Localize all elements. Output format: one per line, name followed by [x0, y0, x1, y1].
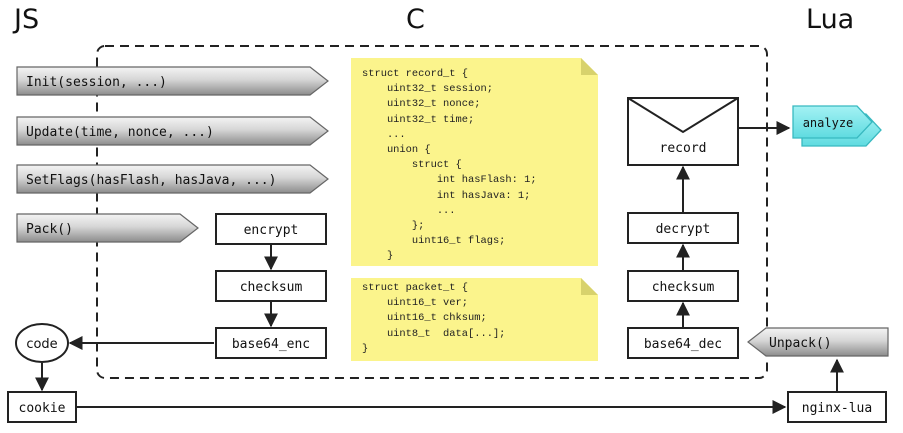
nginx-lua-label: nginx-lua: [802, 401, 872, 416]
packet-struct-line: uint8_t data[...];: [362, 327, 506, 340]
record-struct-line: uint16_t flags;: [362, 235, 506, 248]
checksum-dec-box: checksum: [627, 270, 739, 302]
encrypt-box: encrypt: [215, 213, 327, 245]
record-struct-line: };: [362, 220, 425, 233]
nginx-lua-box: nginx-lua: [787, 391, 887, 423]
record-struct-code: struct record_t { uint32_t session; uint…: [362, 67, 537, 265]
record-struct-line: struct {: [362, 159, 462, 172]
packet-struct-line: uint16_t chksum;: [362, 312, 487, 325]
base64-dec-label: base64_dec: [644, 337, 722, 352]
record-struct-line: uint32_t nonce;: [362, 98, 481, 111]
record-envelope: record: [627, 97, 739, 166]
js-call-init-label: Init(session, ...): [26, 75, 167, 90]
encrypt-label: encrypt: [244, 223, 299, 238]
unpack-label: Unpack(): [769, 336, 832, 351]
decrypt-label: decrypt: [656, 222, 711, 237]
record-struct-line: ...: [362, 204, 456, 217]
note-packet-struct: [351, 278, 598, 361]
checksum-enc-label: checksum: [240, 280, 303, 295]
analyze-label: analyze: [803, 116, 854, 130]
js-call-setflags: SetFlags(hasFlash, hasJava, ...): [16, 164, 329, 194]
code-label: code: [26, 337, 57, 352]
cookie-box: cookie: [7, 391, 77, 423]
packet-struct-code: struct packet_t { uint16_t ver; uint16_t…: [362, 281, 505, 357]
checksum-dec-label: checksum: [652, 280, 715, 295]
code-node: code: [15, 323, 69, 363]
record-struct-line: }: [362, 250, 394, 263]
note-record-struct: [351, 58, 598, 266]
decrypt-box: decrypt: [627, 212, 739, 244]
packet-struct-line: struct packet_t {: [362, 282, 469, 294]
note-record-fold: [581, 58, 598, 75]
packet-struct-line: }: [362, 342, 369, 355]
lua-column-title: Lua: [806, 4, 855, 35]
base64-enc-box: base64_enc: [215, 327, 327, 359]
js-call-pack-label: Pack(): [26, 222, 73, 237]
checksum-enc-box: checksum: [215, 270, 327, 302]
analyze-node: analyze: [792, 105, 882, 147]
base64-enc-label: base64_enc: [232, 337, 310, 352]
cookie-label: cookie: [19, 401, 66, 416]
js-column-title: JS: [14, 4, 40, 35]
record-struct-line: uint32_t session;: [362, 83, 493, 96]
packet-struct-line: uint16_t ver;: [362, 297, 469, 310]
c-column-title: C: [406, 4, 425, 35]
unpack-call: Unpack(): [747, 327, 889, 357]
js-call-update-label: Update(time, nonce, ...): [26, 125, 214, 140]
js-call-init: Init(session, ...): [16, 66, 329, 96]
js-call-setflags-label: SetFlags(hasFlash, hasJava, ...): [26, 173, 276, 188]
record-struct-line: union {: [362, 144, 431, 157]
js-call-pack: Pack(): [16, 213, 199, 243]
record-struct-line: int hasJava: 1;: [362, 189, 531, 202]
record-struct-line: int hasFlash: 1;: [362, 174, 537, 187]
base64-dec-box: base64_dec: [627, 327, 739, 359]
record-struct-line: uint32_t time;: [362, 113, 475, 126]
c-boundary: [96, 45, 768, 379]
note-packet-fold: [581, 278, 598, 295]
js-call-update: Update(time, nonce, ...): [16, 116, 329, 146]
record-label: record: [660, 141, 707, 156]
record-struct-line: ...: [362, 128, 406, 141]
envelope-flap: [627, 97, 739, 134]
record-struct-line: struct record_t {: [362, 68, 469, 80]
